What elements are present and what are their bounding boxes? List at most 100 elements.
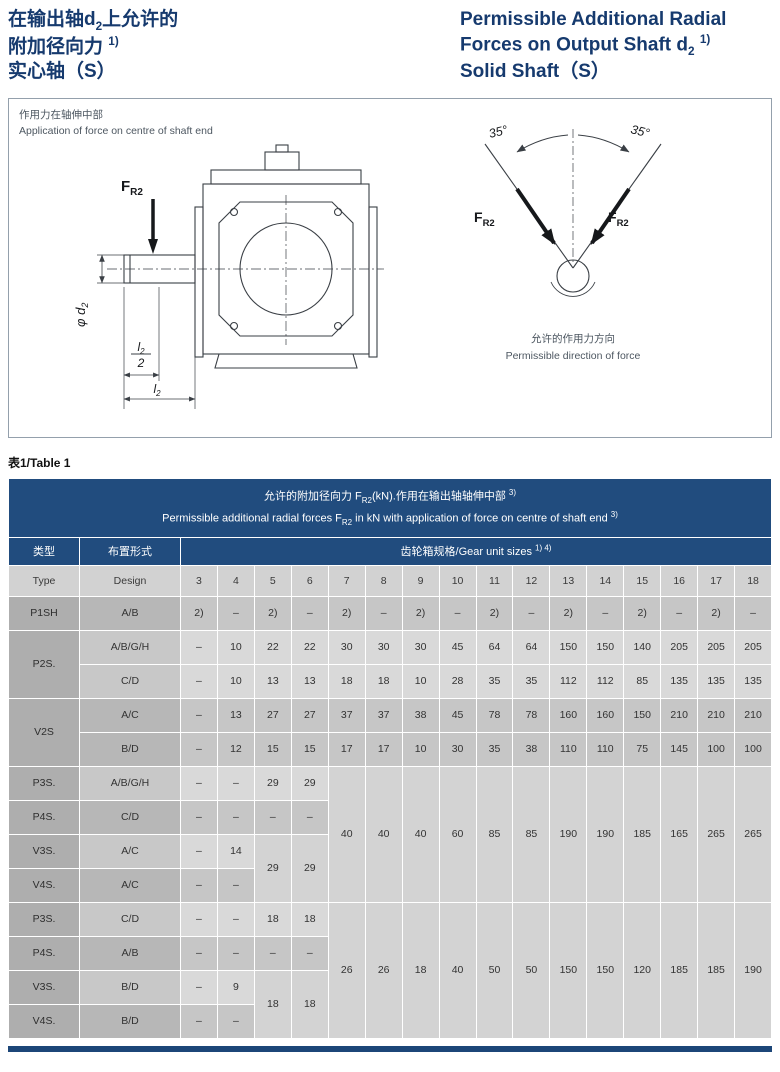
design-cell: A/B/G/H: [80, 630, 180, 664]
force-label: FR2: [121, 178, 143, 198]
design-cell: C/D: [80, 902, 180, 936]
centerlines: [107, 194, 384, 345]
value-cell: 210: [735, 698, 771, 732]
value-cell: 150: [550, 630, 587, 664]
value-cell: –: [217, 766, 254, 800]
group-header-row: 类型 布置形式 齿轮箱规格/Gear unit sizes 1) 4): [9, 537, 771, 565]
value-cell: 150: [587, 902, 624, 1038]
table-row: V4S.A/C––: [9, 868, 771, 902]
value-cell: –: [181, 936, 217, 970]
value-cell: 2): [402, 596, 439, 630]
size-column-header: 3: [181, 565, 217, 596]
value-cell: 9: [217, 970, 254, 1004]
type-column-header-en: Type: [9, 565, 79, 596]
value-cell: 205: [735, 630, 771, 664]
type-cell: V4S.: [9, 1004, 79, 1038]
value-cell: 2): [624, 596, 661, 630]
value-cell: 13: [217, 698, 254, 732]
angle-label-left: 35°: [487, 123, 509, 141]
value-cell: 64: [476, 630, 513, 664]
value-cell: 10: [402, 732, 439, 766]
value-cell: –: [181, 902, 217, 936]
page-title-en: Permissible Additional Radial Forces on …: [460, 8, 772, 84]
value-cell: 85: [624, 664, 661, 698]
title-zh-line1: 在输出轴d2上允许的: [8, 9, 179, 33]
value-cell: 29: [291, 766, 328, 800]
value-cell: –: [181, 698, 217, 732]
value-cell: 27: [254, 698, 291, 732]
value-cell: 85: [513, 766, 550, 902]
radial-forces-table: 允许的附加径向力 FR2(kN).作用在输出轴轴伸中部 3) Permissib…: [8, 477, 772, 1039]
value-cell: 10: [402, 664, 439, 698]
figure-panel: 作用力在轴伸中部 Application of force on centre …: [8, 97, 772, 438]
value-cell: 18: [328, 664, 365, 698]
value-cell: 37: [328, 698, 365, 732]
value-cell: 29: [254, 766, 291, 800]
value-cell: 40: [365, 766, 402, 902]
value-cell: 205: [698, 630, 735, 664]
value-cell: 265: [735, 766, 771, 902]
value-cell: 150: [550, 902, 587, 1038]
value-cell: 190: [550, 766, 587, 902]
value-cell: 13: [254, 664, 291, 698]
value-cell: 45: [439, 698, 476, 732]
value-cell: 30: [328, 630, 365, 664]
value-cell: 165: [661, 766, 698, 902]
value-cell: 185: [624, 766, 661, 902]
value-cell: 22: [254, 630, 291, 664]
value-cell: –: [587, 596, 624, 630]
page-header: 在输出轴d2上允许的 附加径向力 1) 实心轴（S） Permissible A…: [8, 8, 772, 84]
value-cell: 18: [254, 902, 291, 936]
value-cell: 112: [587, 664, 624, 698]
radial-force-arrow: FR2: [121, 178, 158, 254]
value-cell: –: [217, 800, 254, 834]
figure-caption-zh: 作用力在轴伸中部: [19, 108, 103, 121]
design-cell: A/B: [80, 596, 180, 630]
value-cell: –: [254, 936, 291, 970]
type-cell: P1SH: [9, 596, 79, 630]
value-cell: 40: [439, 902, 476, 1038]
title-en-line1: Permissible Additional Radial: [460, 9, 727, 30]
design-cell: A/C: [80, 868, 180, 902]
type-cell: V4S.: [9, 868, 79, 902]
table-title-band: 允许的附加径向力 FR2(kN).作用在输出轴轴伸中部 3) Permissib…: [9, 478, 771, 537]
table-title-en: Permissible additional radial forces FR2…: [162, 509, 618, 527]
direction-caption-zh: 允许的作用力方向: [531, 332, 615, 345]
value-cell: 40: [328, 766, 365, 902]
value-cell: –: [181, 766, 217, 800]
size-column-header: 14: [587, 565, 624, 596]
design-cell: B/D: [80, 732, 180, 766]
angle-label-right: 35°: [629, 123, 651, 140]
table-row: V4S.B/D––: [9, 1004, 771, 1038]
value-cell: 2): [181, 596, 217, 630]
value-cell: 100: [735, 732, 771, 766]
value-cell: 30: [439, 732, 476, 766]
value-cell: 145: [661, 732, 698, 766]
value-cell: 26: [365, 902, 402, 1038]
size-column-header: 17: [698, 565, 735, 596]
value-cell: 85: [476, 766, 513, 902]
value-cell: 150: [587, 630, 624, 664]
size-column-header: 9: [402, 565, 439, 596]
value-cell: 185: [661, 902, 698, 1038]
value-cell: –: [181, 868, 217, 902]
value-cell: 13: [291, 664, 328, 698]
figure-caption-en: Application of force on centre of shaft …: [19, 125, 213, 138]
force-vectors: [515, 187, 631, 245]
table-title-band-row: 允许的附加径向力 FR2(kN).作用在输出轴轴伸中部 3) Permissib…: [9, 478, 771, 537]
design-cell: B/D: [80, 970, 180, 1004]
value-cell: –: [217, 1004, 254, 1038]
value-cell: 64: [513, 630, 550, 664]
value-cell: –: [291, 596, 328, 630]
page-footer-bar: [8, 1045, 772, 1052]
value-cell: –: [217, 868, 254, 902]
size-column-header: 6: [291, 565, 328, 596]
value-cell: 29: [254, 834, 291, 902]
value-cell: –: [735, 596, 771, 630]
design-column-header-zh: 布置形式: [80, 537, 180, 565]
